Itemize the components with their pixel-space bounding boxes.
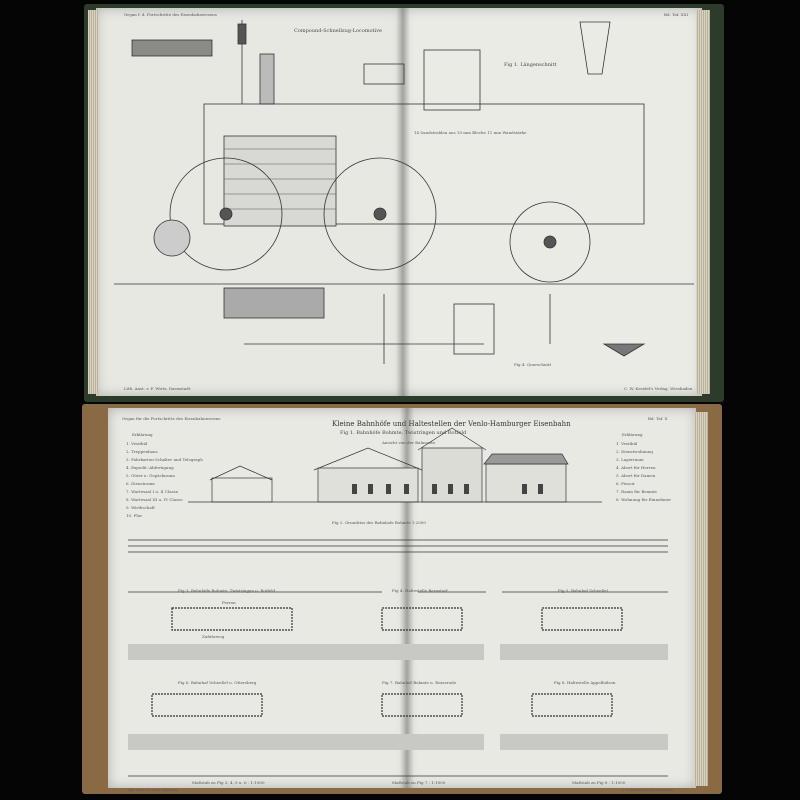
fig-1-label: Fig 1. Längenschnitt <box>504 62 557 68</box>
gutter <box>396 8 410 396</box>
footer-left: Lith. Anst. v. F. Wirtz, Darmstadt <box>124 386 191 391</box>
legend-item: 3. Lagerraum <box>616 457 644 462</box>
fig-7-label: Fig 7. Bahnhof Bohmte u. Ratzerode <box>382 680 457 685</box>
legend-right: 1. Vestibül 2. Dienstwohnung 3. Lagerrau… <box>616 440 671 504</box>
fig-5-label: Fig 5. Bahnhof Scheeßel <box>558 588 608 593</box>
legend-item: 2. Treppenhaus <box>126 449 158 454</box>
legend-item: 4. Expedit.-Abfertigung <box>126 465 174 470</box>
legend-item: 6. Pissoir <box>616 481 635 486</box>
bottom-book: Organ für die Fortschritte des Eisenbahn… <box>82 404 722 796</box>
plate-title: Compound-Schnellzug-Locomotive <box>294 28 382 34</box>
legend-item: 3. Fahrkarten-Schalter und Telegraph <box>126 457 203 462</box>
fig-2-label: Fig 2. Grundriss des Bahnhofs Bohmte 1:2… <box>332 520 426 525</box>
legend-item: 5. Güter u. Gepäckraum <box>126 473 175 478</box>
gutter <box>400 408 414 788</box>
fig-8-label: Fig 8. Haltestelle Appelhülsen <box>554 680 616 685</box>
legend-left-title: Erklärung <box>132 432 153 437</box>
header-left: Organ für die Fortschritte des Eisenbahn… <box>122 416 221 421</box>
road-label: Zufuhrweg <box>202 634 225 639</box>
station-drawing <box>128 427 668 777</box>
footer-right: C. W. Kreidel's Verlag, Wiesbaden <box>624 386 693 391</box>
scale-left: Maßstab zu Fig 3, 4, 5 u. 6 : 1:1000 <box>192 780 265 785</box>
legend-item: 9. Wirthschaft <box>126 505 155 510</box>
legend-item: 6. Dienstraum <box>126 481 155 486</box>
legend-item: 8. Wartesaal III u. IV Classe <box>126 497 183 502</box>
fig-6-label: Fig 6. Bahnhof Scheeßel u. Ottersberg <box>178 680 257 685</box>
legend-item: 1. Vestibül <box>616 441 638 446</box>
scale-right: Maßstab zu Fig 8 : 1:1000 <box>572 780 626 785</box>
header-right: Bd. Taf. XXI <box>664 12 688 17</box>
legend-item: 7. Wartesaal I u. II Classe <box>126 489 179 494</box>
page-edge <box>696 10 710 394</box>
header-left: Organ f. d. Fortschritte des Eisenbahnwe… <box>124 12 217 17</box>
legend-left: 1. Vestibül 2. Treppenhaus 3. Fahrkarten… <box>126 440 203 520</box>
page-edge <box>88 10 98 394</box>
fig-3-label: Fig 3. Bahnhöfe Bohmte, Twistringen u. R… <box>178 588 276 593</box>
legend-item: 4. Abort für Herren <box>616 465 656 470</box>
legend-item: 1. Vestibül <box>126 441 148 446</box>
plate-title: Kleine Bahnhöfe und Haltestellen der Ven… <box>332 420 571 428</box>
track-label: Perron <box>222 600 236 605</box>
locomotive-drawing <box>114 20 694 364</box>
legend-item: 5. Abort für Damen <box>616 473 656 478</box>
top-book: Organ f. d. Fortschritte des Eisenbahnwe… <box>84 4 724 404</box>
note: 14 Sandstrahlen aus 10 mm Bleche 11 mm W… <box>414 130 527 135</box>
legend-item: 2. Dienstwohnung <box>616 449 653 454</box>
legend-item: 8. Wohnung für Einnehmer <box>616 497 672 502</box>
fig-1-sub: Ansicht von der Bahnseite <box>382 440 436 445</box>
fig-1-label: Fig 1. Bahnhöfe Bohmte, Twistringen und … <box>340 430 467 436</box>
footer-right: C. W. Kreidel's Verlag, Wiesbaden <box>622 788 674 792</box>
footer-left: Lith. Anst. v. F. Wirtz, Darmstadt <box>128 788 178 792</box>
fig-4-label: Fig 4. Haltestelle Barnstorf <box>392 588 448 593</box>
header-right: Bd. Taf. X <box>648 416 668 421</box>
scale-mid: Maßstab zu Fig 7 : 1:1000 <box>392 780 446 785</box>
legend-item: 7. Raum für Beamte <box>616 489 657 494</box>
legend-right-title: Erklärung <box>622 432 643 437</box>
page-edge <box>694 412 708 786</box>
fig-4-label: Fig 4. Querschnitt <box>514 362 552 367</box>
legend-item: 10. Flur <box>126 513 143 518</box>
